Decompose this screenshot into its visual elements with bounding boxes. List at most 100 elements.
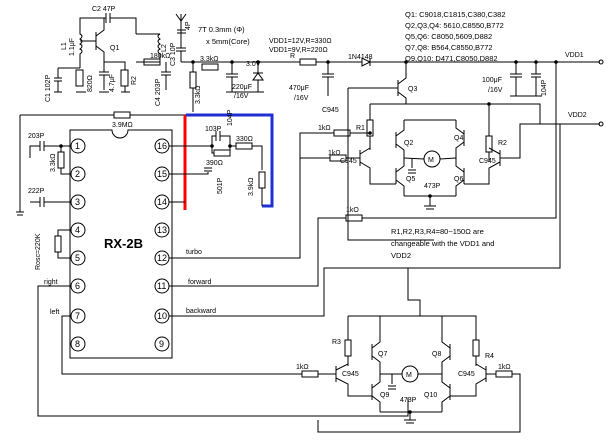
ic-pin-5: 5 — [75, 253, 80, 263]
r3-label: R3 — [332, 339, 341, 346]
v30-label: 3.0V — [246, 61, 261, 68]
q6-transistor-icon — [455, 158, 465, 196]
vdd2-label: VDD2 — [568, 112, 587, 119]
c4-label: C4 203P — [155, 78, 162, 106]
transistor-list-q78: Q7,Q8: B564,C8550,B772 — [405, 43, 493, 52]
transistor-list-q1: Q1: C9018,C1815,C380,C382 — [405, 10, 506, 19]
c-222p-label: 222P — [28, 188, 45, 195]
q7-label: Q7 — [378, 351, 387, 358]
ic-pin-4: 4 — [75, 225, 80, 235]
r-180k-label: 180kΩ — [150, 53, 170, 60]
q4-label: Q4 — [454, 135, 463, 142]
r2-label: R2 — [498, 140, 507, 147]
ic-pin-2: 2 — [75, 169, 80, 179]
r-1k-e-label: 1kΩ — [498, 364, 511, 371]
vdd2-terminal — [598, 121, 604, 127]
c945-upper-c-label: C945 — [479, 158, 496, 165]
r-1k-d-label: 1kΩ — [296, 364, 309, 371]
note-line3: VDD2 — [391, 251, 411, 260]
r1-label: R1 — [356, 125, 365, 132]
q8-label: Q8 — [432, 351, 441, 358]
ic-pin-11: 11 — [157, 281, 166, 291]
diode-1n4148-label: 1N4148 — [348, 54, 373, 61]
q3-transistor-icon — [348, 62, 407, 104]
supply-note-9v: VDD1=9V,R=220Ω — [269, 47, 328, 54]
highlight-blue-line — [186, 113, 274, 208]
q5-transistor-icon — [395, 158, 405, 196]
cap-104p-label: 104P — [541, 79, 548, 96]
c945-upper-a-label: C945 — [322, 107, 339, 114]
zener-diode-icon — [252, 62, 264, 92]
ic-pin-6: 6 — [75, 281, 80, 291]
q9-label: Q9 — [380, 392, 389, 399]
ic-pin-13: 13 — [157, 225, 167, 235]
upper-h-bridge: Q3 R1 R2 Q2 Q4 M 473P Q5 Q6 C945 C94 — [300, 62, 560, 241]
note-line1: R1,R2,R3,R4=80~150Ω are — [391, 227, 484, 236]
q2-label: Q2 — [404, 140, 413, 147]
r2-left-label: R2 — [131, 76, 138, 85]
cap-220u-label: 220μF — [232, 84, 252, 91]
supply-section: VDD1=12V,R=330Ω VDD1=9V,R=220Ω R 470μF /… — [269, 38, 604, 127]
transistor-list: Q1: C9018,C1815,C380,C382 Q2,Q3,Q4: 5610… — [405, 10, 506, 63]
r-33k-v-label: 3.3kΩ — [195, 86, 202, 104]
c945-upper-b-icon — [359, 147, 396, 185]
ic-pin-14: 14 — [157, 197, 167, 207]
junction-dots — [59, 60, 558, 414]
c945-lower-a-label: C945 — [342, 371, 359, 378]
ic-right-network: 103P 390Ω 330Ω 501P 3.9kΩ 104P — [169, 109, 266, 206]
highlight-red-blue — [183, 113, 274, 210]
right-label: right — [44, 279, 58, 286]
q2-transistor-icon — [395, 120, 405, 158]
backward-label: backward — [186, 308, 216, 315]
cap-100u-voltage: /16V — [488, 87, 503, 94]
ic-pins-right: 16 15 14 13 12 11 10 9 — [154, 138, 170, 352]
cap-100u-label: 100μF — [482, 77, 502, 84]
rf-section: 4P C2 47P L1 1.1μF Q1 C1 102P 820Ω 4.7μF… — [45, 6, 282, 112]
q4-transistor-icon — [455, 120, 465, 158]
q10-label: Q10 — [424, 392, 437, 399]
r4-label: R4 — [485, 353, 494, 360]
cap-470u-label: 470μF — [289, 85, 309, 92]
r-power-label: R — [290, 53, 295, 60]
ic-name: RX-2B — [104, 236, 143, 251]
c-47u-label: 4.7μF — [109, 74, 116, 92]
l1-value: 1.1μF — [69, 38, 76, 56]
ic-pin-8: 8 — [75, 339, 80, 349]
r-1k-c-label: 1kO — [346, 207, 359, 214]
c2-label: C2 47P — [92, 6, 116, 13]
ic-pin-10: 10 — [157, 311, 167, 321]
left-label: left — [50, 309, 59, 316]
ic-pin-12: 12 — [157, 253, 167, 263]
q1-label: Q1 — [110, 45, 119, 52]
r-33k-pin2-label: 3.3kΩ — [50, 154, 57, 172]
ic-pin-3: 3 — [75, 197, 80, 207]
cap-220u-voltage: /16V — [234, 93, 249, 100]
ic-pin-7: 7 — [75, 311, 80, 321]
r-39k-label: 3.9kΩ — [248, 178, 255, 196]
motor-upper-label: M — [428, 157, 434, 164]
turbo-label: turbo — [186, 249, 202, 256]
ic-pins-left: 1 2 3 4 5 6 7 8 — [70, 138, 86, 352]
ic-pin-1: 1 — [75, 141, 80, 151]
cap-104p-ic-label: 104P — [227, 109, 234, 126]
r-33k-h-label: 3.3kΩ — [200, 56, 218, 63]
r-osc-label: Rosc=220K — [35, 233, 42, 270]
c945-lower-b-label: C945 — [458, 371, 475, 378]
ic-body — [69, 129, 173, 359]
c-103p-label: 103P — [205, 126, 222, 133]
transistor-list-q56: Q5,Q6: C8050,5609,D882 — [405, 32, 492, 41]
note-line2: changeable with the VDD1 and — [391, 239, 494, 248]
cap-470u-voltage: /16V — [294, 95, 309, 102]
r-390-label: 390Ω — [206, 160, 223, 167]
coil-spec-line1: 7T 0.3mm (Φ) — [198, 25, 245, 34]
r-1k-a-label: 1kΩ — [318, 125, 331, 132]
ic-right-outputs: turbo forward backward — [169, 124, 561, 317]
r-330-label: 330Ω — [236, 136, 253, 143]
c945-upper-b-label: C945 — [340, 158, 357, 165]
cap-473p-lower-label: 473P — [400, 397, 417, 404]
transistor-list-q910: Q9,Q10: D471,C8050,D882 — [405, 54, 498, 63]
q10-transistor-icon — [441, 374, 451, 412]
c3-label: C3 10P — [170, 42, 177, 66]
ic-pin-15: 15 — [157, 169, 167, 179]
